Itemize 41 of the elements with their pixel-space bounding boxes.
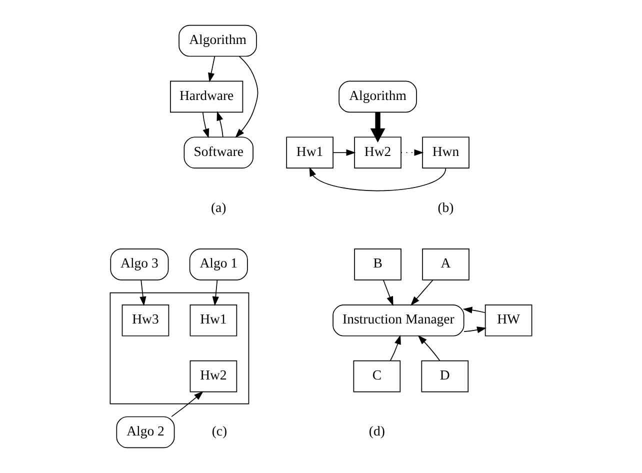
- node-box: Algo 3: [110, 248, 169, 280]
- arrow: [410, 280, 434, 306]
- node-box: C: [353, 360, 401, 392]
- arrow: [390, 334, 401, 362]
- arrow: [462, 306, 486, 314]
- node-box: Algorithm: [338, 80, 417, 113]
- node-box: Hw1: [190, 304, 238, 336]
- arrow: [171, 391, 204, 418]
- label: (d): [368, 424, 385, 439]
- arrow: [370, 112, 386, 143]
- node-box: B: [354, 248, 402, 280]
- node-box: Algorithm: [178, 24, 257, 57]
- arrow: [400, 149, 424, 156]
- node-box: Software: [184, 136, 254, 169]
- arrow: [216, 111, 224, 138]
- arrow: [418, 335, 440, 362]
- cluster: [110, 292, 250, 404]
- node-box: Instruction Manager: [332, 304, 464, 336]
- arrow: [383, 280, 394, 306]
- node-box: D: [421, 360, 469, 392]
- arrow: [464, 326, 487, 334]
- node-box: Algo 1: [189, 248, 248, 280]
- arrow: [332, 149, 356, 156]
- node-box: Hwn: [422, 136, 470, 169]
- arrow: [140, 280, 146, 306]
- arrow: [235, 56, 258, 138]
- node-box: Hw3: [122, 304, 170, 336]
- node-box: Algo 2: [116, 416, 175, 448]
- label: (a): [210, 200, 226, 215]
- arrow: [212, 280, 219, 306]
- label: (b): [438, 200, 454, 215]
- node-box: Hw1: [286, 136, 334, 169]
- node-box: Hardware: [170, 80, 244, 113]
- node-box: Hw2: [190, 360, 238, 392]
- arrow: [202, 112, 210, 138]
- node-box: Hw2: [354, 136, 402, 169]
- node-box: A: [422, 248, 470, 280]
- arrow: [309, 166, 446, 192]
- arrow: [208, 56, 216, 82]
- node-box: HW: [484, 304, 532, 336]
- label: (c): [212, 424, 228, 439]
